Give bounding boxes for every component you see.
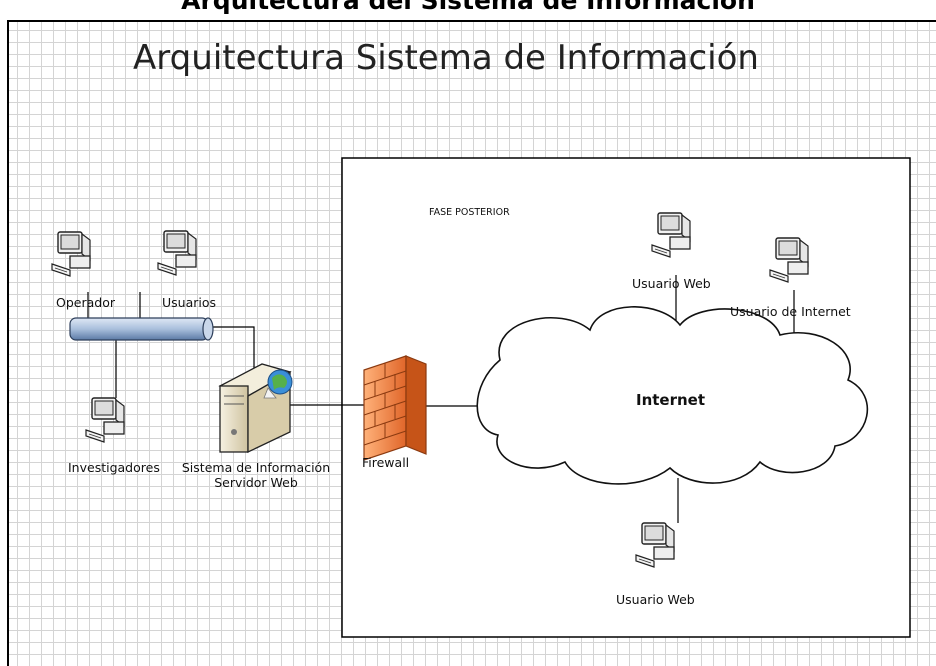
globe-icon [263,369,293,399]
workstation-icon-usuarios [157,230,197,276]
server-label-line2: Servidor Web [214,475,298,490]
node-label-usuarios: Usuarios [162,295,217,310]
node-label-server: Sistema de Información Servidor Web [176,460,336,490]
node-label-investigadores: Investigadores [68,460,160,475]
workstation-icon-investigadores [85,397,125,443]
node-label-usuario-internet: Usuario de Internet [730,304,851,319]
node-label-usuario-web-bottom: Usuario Web [616,592,695,607]
node-label-operador: Operador [56,295,115,310]
server-label-line1: Sistema de Información [181,460,331,475]
node-label-usuario-web-top: Usuario Web [632,276,711,291]
phase-label: FASE POSTERIOR [429,207,510,218]
network-bus-icon [69,317,214,341]
diagram-title: Arquitectura Sistema de Información [133,38,759,78]
node-label-firewall: Firewall [362,455,410,470]
cloud-icon [476,306,868,485]
figure-caption: Arquitectura del Sistema de Información [181,0,755,15]
firewall-icon [363,355,427,461]
workstation-icon-operador [51,231,91,277]
node-label-internet: Internet [636,391,706,409]
